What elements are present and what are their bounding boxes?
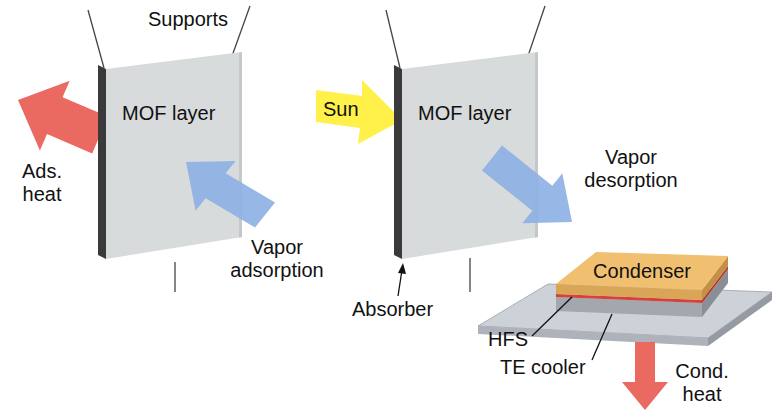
node-text: MOF layer bbox=[418, 102, 538, 125]
heat-arrow bbox=[622, 342, 668, 410]
part-label: TE cooler bbox=[500, 356, 586, 379]
part-label: HFS bbox=[488, 328, 528, 351]
part-label: Vapor adsorption bbox=[222, 236, 332, 282]
part-label: Supports bbox=[148, 8, 228, 31]
panel-face bbox=[402, 52, 538, 259]
node-text: Condenser bbox=[556, 260, 728, 283]
part-label: Vapor desorption bbox=[576, 146, 686, 192]
part-label: Absorber bbox=[352, 298, 433, 321]
mof-panel: MOF layer bbox=[98, 52, 242, 264]
vapor-arrow bbox=[482, 146, 572, 224]
condenser-slab: Condenser bbox=[556, 252, 728, 290]
node-text: Sun bbox=[323, 98, 402, 121]
support-wires bbox=[88, 6, 545, 292]
part-label: Cond. heat bbox=[670, 360, 734, 406]
sun-arrow: Sun bbox=[316, 80, 402, 144]
sun-arrow-shape bbox=[316, 80, 402, 144]
absorber-edge bbox=[394, 65, 402, 259]
node-text: MOF layer bbox=[122, 102, 242, 125]
absorber-edge bbox=[98, 65, 106, 259]
heat-arrow bbox=[18, 81, 108, 154]
part-label: Ads. heat bbox=[12, 160, 72, 206]
leader-arrowhead bbox=[398, 263, 406, 274]
condenser-top bbox=[556, 252, 728, 290]
mof-panel-shape bbox=[98, 52, 242, 264]
panel-face bbox=[106, 52, 242, 259]
vapor-arrow bbox=[186, 161, 275, 228]
